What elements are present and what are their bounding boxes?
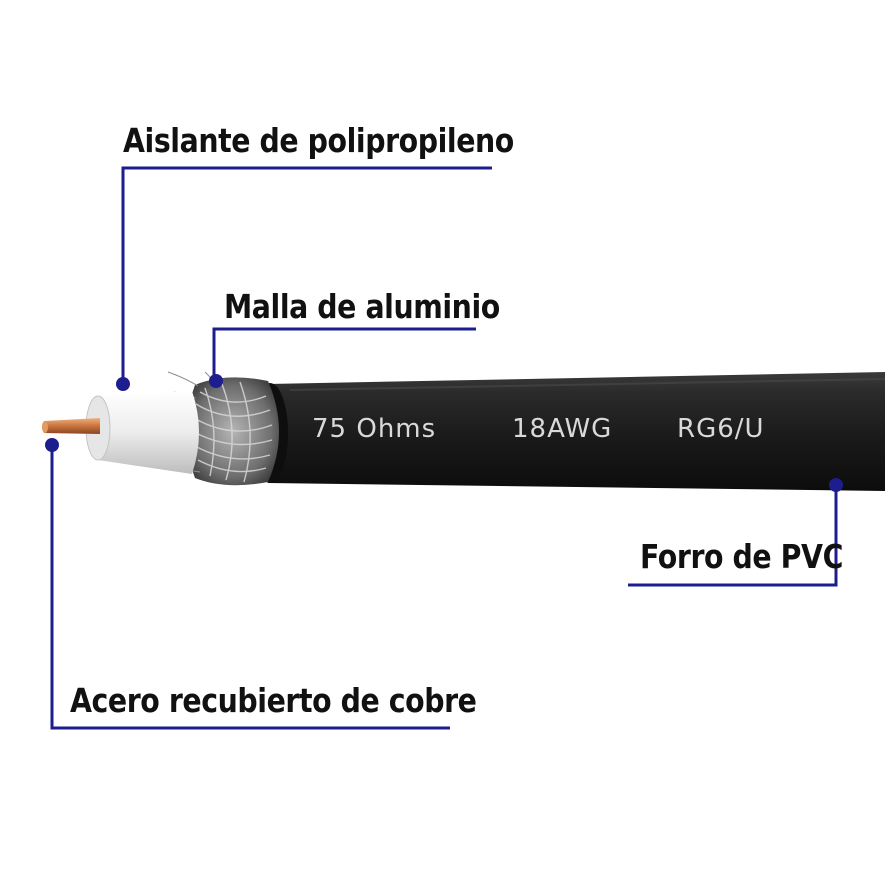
dot-acero bbox=[45, 438, 59, 452]
cable-print-impedance: 75 Ohms bbox=[312, 414, 436, 444]
label-forro: Forro de PVC bbox=[640, 537, 843, 576]
label-aislante: Aislante de polipropileno bbox=[123, 121, 514, 160]
leader-dots bbox=[45, 374, 843, 492]
dot-forro bbox=[829, 478, 843, 492]
dot-aislante bbox=[116, 377, 130, 391]
leader-malla bbox=[212, 327, 476, 381]
leader-aislante bbox=[121, 166, 492, 384]
leader-forro bbox=[628, 485, 838, 587]
copper-conductor bbox=[42, 418, 100, 434]
polypropylene-insulator bbox=[85, 391, 199, 474]
leader-lines bbox=[50, 166, 838, 730]
cable-print-gauge: 18AWG bbox=[512, 414, 612, 444]
aluminum-mesh bbox=[167, 371, 279, 486]
label-malla: Malla de aluminio bbox=[224, 287, 500, 326]
dot-malla bbox=[209, 374, 223, 388]
cable-print-type: RG6/U bbox=[677, 414, 765, 444]
leader-acero bbox=[50, 445, 450, 730]
label-acero: Acero recubierto de cobre bbox=[70, 681, 477, 720]
